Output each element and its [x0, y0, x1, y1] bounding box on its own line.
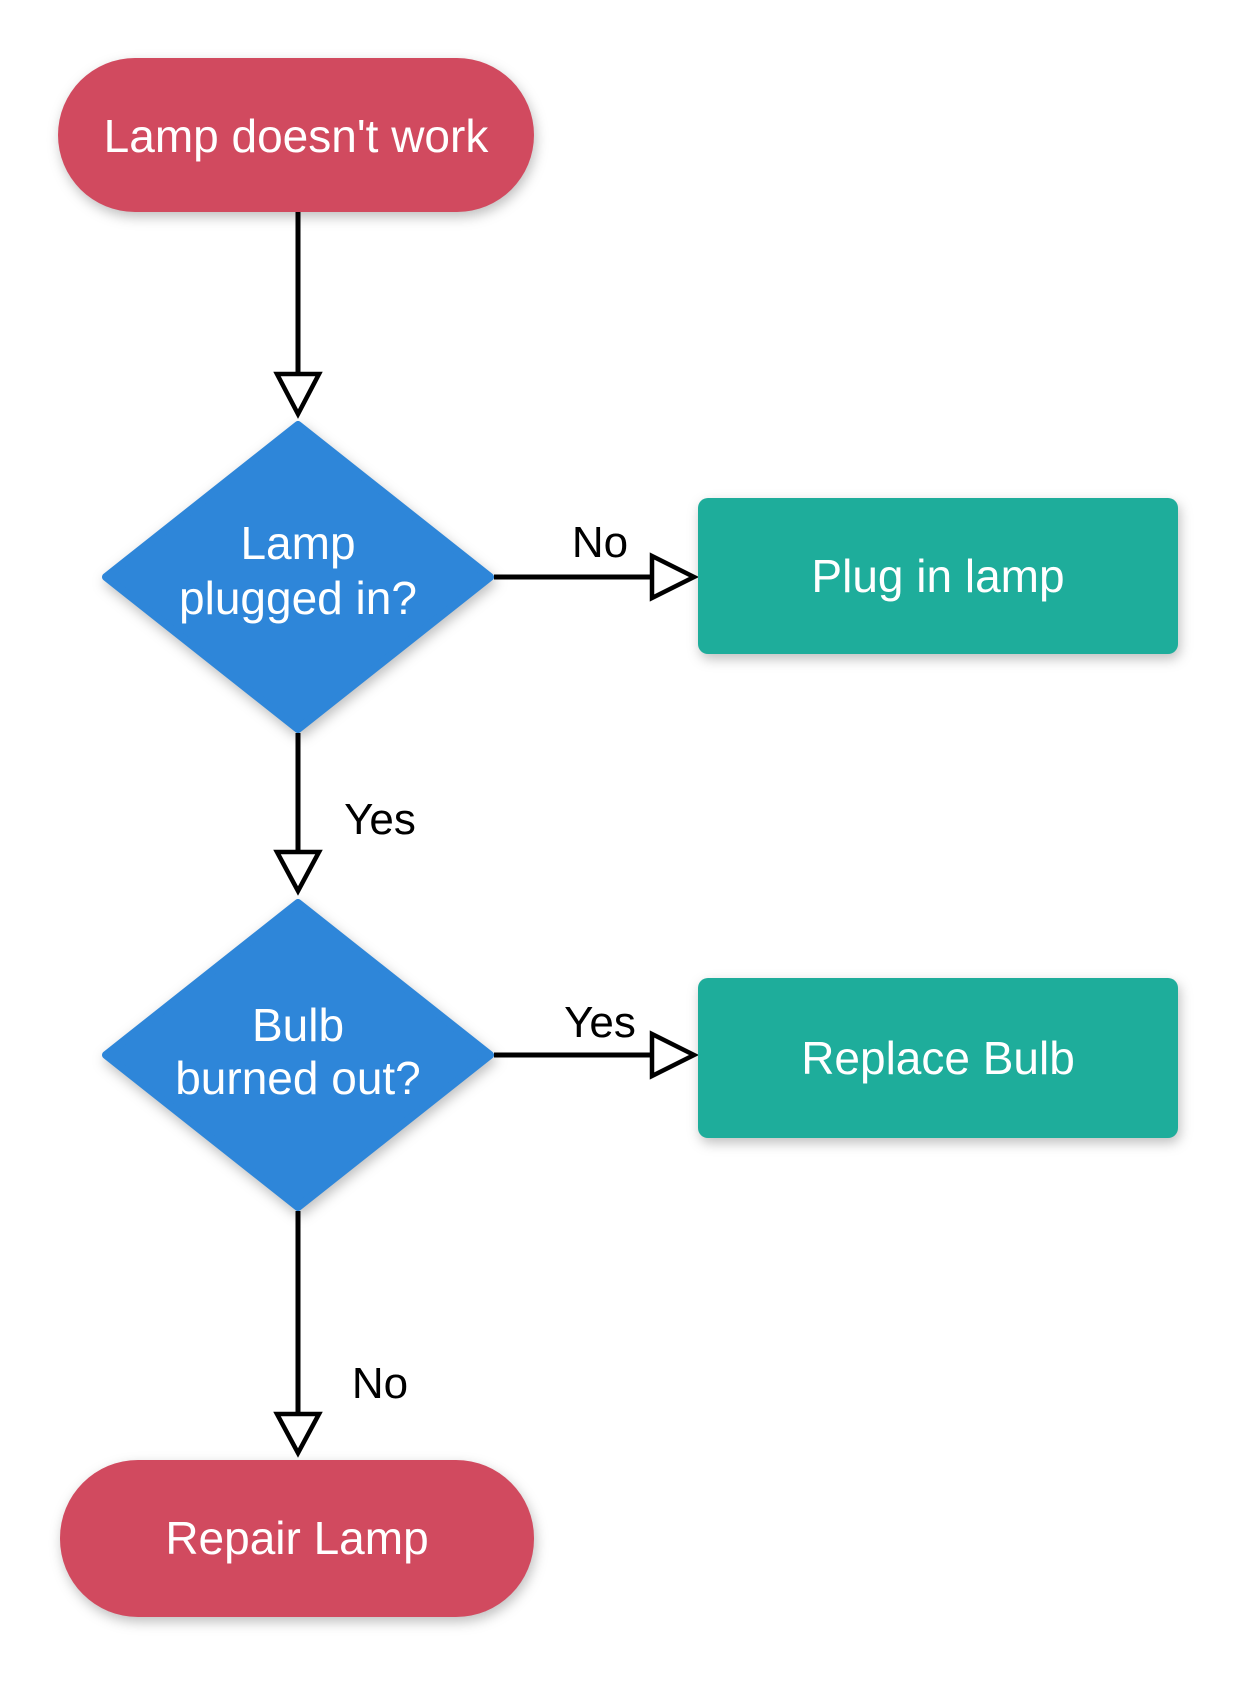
arrowhead-icon	[649, 552, 700, 602]
process-shape	[698, 978, 1178, 1138]
arrowhead-icon	[273, 371, 323, 419]
arrowhead-icon	[273, 1411, 323, 1458]
node-process1: Plug in lamp	[698, 498, 1178, 654]
edge-decision1-to-decision2: Yes	[273, 733, 416, 896]
process-shape	[698, 498, 1178, 654]
node-decision2-label-line1: Bulb	[252, 999, 344, 1051]
edge-label-no: No	[352, 1359, 408, 1408]
node-end-label: Repair Lamp	[165, 1512, 428, 1564]
node-decision2: Bulb burned out?	[102, 899, 494, 1211]
decision-shape	[102, 899, 494, 1211]
arrowhead-icon	[649, 1030, 700, 1080]
edge-decision1-to-process1: No	[494, 518, 700, 602]
node-process2-label: Replace Bulb	[801, 1032, 1075, 1084]
decision-shape	[102, 421, 494, 733]
node-start-label: Lamp doesn't work	[104, 110, 490, 162]
node-process2: Replace Bulb	[698, 978, 1178, 1138]
arrowhead-icon	[273, 849, 323, 896]
edge-label-no: No	[572, 518, 628, 567]
edge-decision2-to-end: No	[273, 1211, 408, 1458]
edge-start-to-decision1	[273, 212, 323, 419]
node-decision1-label-line2: plugged in?	[179, 572, 417, 624]
node-end: Repair Lamp	[60, 1460, 534, 1617]
node-decision1: Lamp plugged in?	[102, 421, 494, 733]
node-decision2-label-line2: burned out?	[175, 1052, 421, 1104]
terminator-shape	[60, 1460, 534, 1617]
node-process1-label: Plug in lamp	[811, 550, 1064, 602]
edge-label-yes: Yes	[564, 998, 636, 1047]
node-decision1-label-line1: Lamp	[240, 517, 355, 569]
terminator-shape	[58, 58, 534, 212]
node-start: Lamp doesn't work	[58, 58, 534, 212]
edge-decision2-to-process2: Yes	[494, 998, 700, 1080]
edge-label-yes: Yes	[344, 795, 416, 844]
